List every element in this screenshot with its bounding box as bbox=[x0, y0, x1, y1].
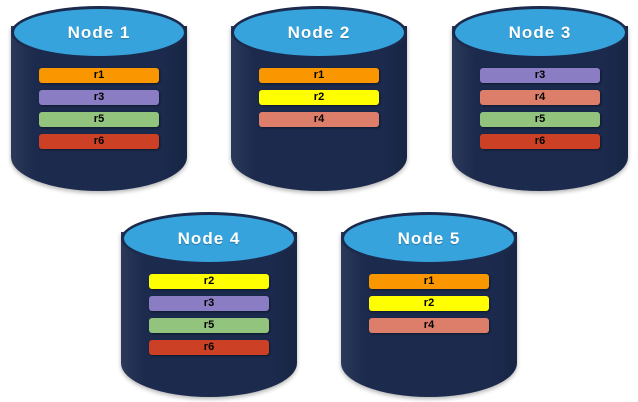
shard-bar[interactable]: r2 bbox=[259, 90, 379, 105]
shard-bar[interactable]: r4 bbox=[259, 112, 379, 127]
node-label: Node 4 bbox=[177, 228, 241, 248]
shard-bar[interactable]: r2 bbox=[149, 274, 269, 289]
shard-bar[interactable]: r6 bbox=[149, 340, 269, 355]
shard-bar[interactable]: r3 bbox=[39, 90, 159, 105]
node-3[interactable]: Node 3 r3 r4 r5 r6 bbox=[452, 6, 628, 191]
node-1[interactable]: Node 1 r1 r3 r5 r6 bbox=[11, 6, 187, 191]
shard-bar[interactable]: r6 bbox=[39, 134, 159, 149]
cylinder-top bbox=[121, 212, 297, 265]
cylinder-top bbox=[341, 212, 517, 265]
shard-bar[interactable]: r2 bbox=[369, 296, 489, 311]
shard-bar[interactable]: r4 bbox=[369, 318, 489, 333]
shard-list: r1 r2 r4 bbox=[231, 59, 407, 127]
node-label: Node 5 bbox=[397, 228, 461, 248]
node-label: Node 1 bbox=[67, 22, 131, 42]
cylinder-top bbox=[231, 6, 407, 59]
cylinder-top bbox=[11, 6, 187, 59]
shard-bar[interactable]: r1 bbox=[259, 68, 379, 83]
shard-list: r3 r4 r5 r6 bbox=[452, 59, 628, 149]
cylinder-body bbox=[231, 26, 407, 191]
shard-bar[interactable]: r5 bbox=[39, 112, 159, 127]
shard-bar[interactable]: r6 bbox=[480, 134, 600, 149]
shard-bar[interactable]: r1 bbox=[369, 274, 489, 289]
shard-bar[interactable]: r3 bbox=[480, 68, 600, 83]
node-2[interactable]: Node 2 r1 r2 r4 bbox=[231, 6, 407, 191]
shard-bar[interactable]: r3 bbox=[149, 296, 269, 311]
shard-bar[interactable]: r5 bbox=[480, 112, 600, 127]
node-label: Node 2 bbox=[287, 22, 351, 42]
node-5[interactable]: Node 5 r1 r2 r4 bbox=[341, 212, 517, 397]
shard-list: r2 r3 r5 r6 bbox=[121, 265, 297, 355]
shard-bar[interactable]: r1 bbox=[39, 68, 159, 83]
shard-list: r1 r2 r4 bbox=[341, 265, 517, 333]
cylinder-top bbox=[452, 6, 628, 59]
node-label: Node 3 bbox=[508, 22, 572, 42]
shard-bar[interactable]: r5 bbox=[149, 318, 269, 333]
shard-bar[interactable]: r4 bbox=[480, 90, 600, 105]
shard-list: r1 r3 r5 r6 bbox=[11, 59, 187, 149]
node-4[interactable]: Node 4 r2 r3 r5 r6 bbox=[121, 212, 297, 397]
